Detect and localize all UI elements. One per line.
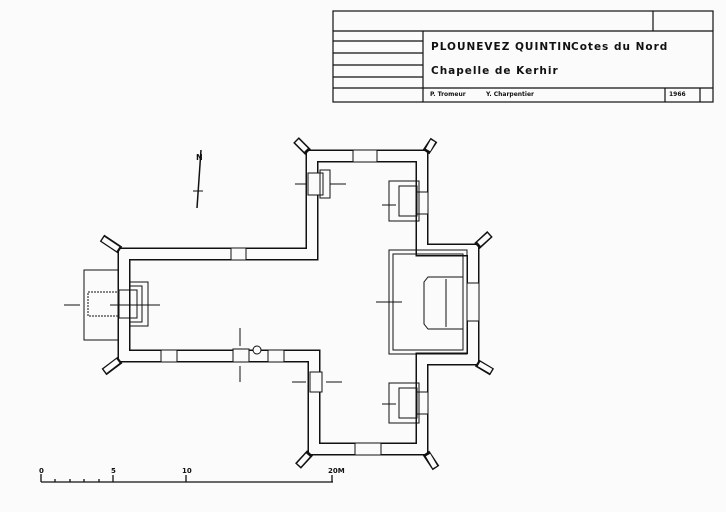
corner-buttresses	[99, 137, 495, 471]
side-altars	[382, 180, 420, 424]
scale-label-10: 10	[182, 467, 192, 475]
location-title: PLOUNEVEZ QUINTIN	[431, 41, 572, 53]
scale-label-20m: 20M	[328, 467, 345, 475]
scale-label-5: 5	[111, 467, 116, 475]
south-transept-door	[292, 371, 342, 393]
department-title: Cotes du Nord	[571, 41, 669, 53]
north-transept-door	[295, 169, 346, 199]
year: 1966	[669, 91, 686, 98]
chancel	[376, 249, 468, 355]
windows	[160, 149, 480, 456]
author-2: Y. Charpentier	[486, 91, 534, 98]
building-title: Chapelle de Kerhir	[431, 65, 559, 77]
north-arrow	[193, 149, 203, 209]
title-block-frame	[332, 10, 714, 103]
west-porch	[64, 269, 160, 341]
north-label: N	[196, 153, 203, 162]
south-door	[232, 328, 262, 382]
scale-bar	[40, 474, 333, 483]
author-1: P. Tromeur	[430, 91, 466, 98]
chapel-walls	[117, 149, 480, 456]
scale-label-0: 0	[39, 467, 44, 475]
